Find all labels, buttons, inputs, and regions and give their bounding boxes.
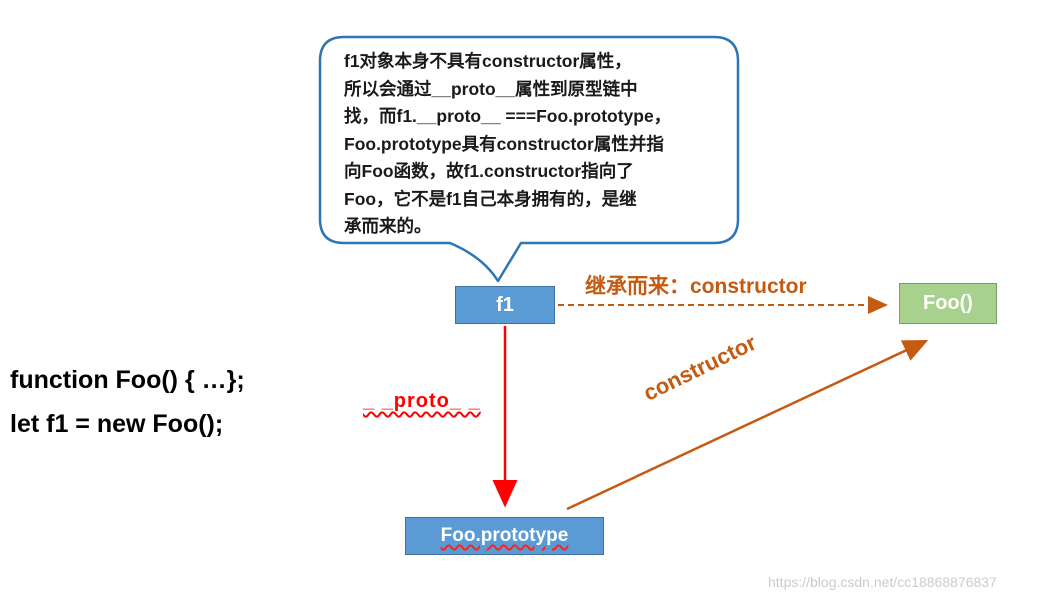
bubble-line: 找，而f1.__proto__ ===Foo.prototype， [344, 106, 672, 126]
node-foo-prototype-label: Foo.prototype [440, 525, 569, 546]
code-snippet: function Foo() { …}; let f1 = new Foo(); [10, 358, 245, 446]
bubble-line: Foo，它不是f1自己本身拥有的，是继 [344, 188, 637, 209]
inherited-constructor-label: 继承而来：constructor [585, 275, 807, 298]
node-foo-label: Foo() [923, 292, 973, 314]
bubble-line: 承而来的。 [344, 216, 432, 236]
node-foo-prototype: Foo.prototype [405, 517, 604, 555]
code-line-1: function Foo() { …}; [10, 366, 245, 394]
bubble-line: f1对象本身不具有constructor属性， [344, 51, 632, 71]
node-f1: f1 [455, 286, 555, 324]
watermark-text: https://blog.csdn.net/cc18868876837 [768, 574, 997, 590]
bubble-line: 向Foo函数，故f1.constructor指向了 [344, 161, 634, 181]
code-line-2: let f1 = new Foo(); [10, 410, 224, 438]
bubble-line: Foo.prototype具有constructor属性并指 [344, 133, 664, 154]
speech-bubble-text: f1对象本身不具有constructor属性， 所以会通过__proto__属性… [344, 48, 726, 241]
proto-label: _ _proto_ _ [363, 390, 481, 412]
speech-bubble [318, 35, 740, 283]
node-f1-label: f1 [496, 293, 514, 316]
bubble-line: 所以会通过__proto__属性到原型链中 [344, 78, 638, 99]
node-foo: Foo() [899, 283, 997, 324]
constructor-arrow [566, 339, 929, 511]
